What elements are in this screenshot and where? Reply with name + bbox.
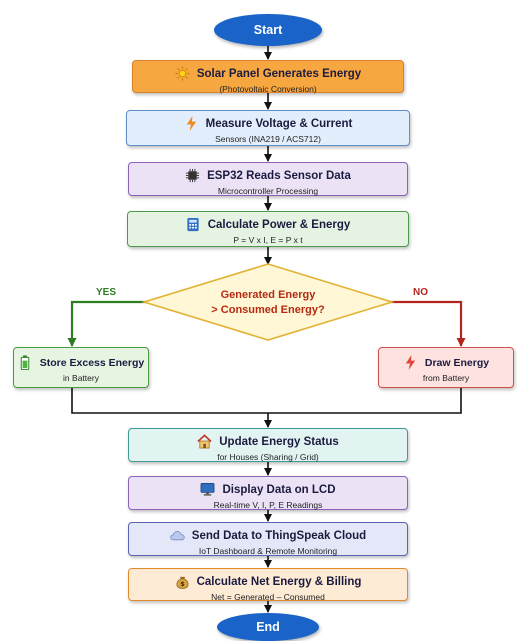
sun-icon <box>175 66 190 81</box>
svg-text:$: $ <box>180 580 185 588</box>
step-subtitle: Real-time V, I, P, E Readings <box>213 500 323 510</box>
step-subtitle: P = V x I, E = P x t <box>233 235 303 245</box>
yes-branch-connector <box>67 300 147 347</box>
step-measure: Measure Voltage & Current Sensors (INA21… <box>126 110 410 146</box>
merge-connector <box>71 388 462 414</box>
step-subtitle: Net = Generated – Consumed <box>211 592 325 602</box>
house-icon <box>197 434 212 449</box>
no-branch-connector <box>390 300 466 347</box>
step-subtitle: from Battery <box>422 373 470 383</box>
lightning-icon <box>184 116 199 131</box>
step-title: Send Data to ThingSpeak Cloud <box>191 529 367 542</box>
no-label: NO <box>413 287 428 298</box>
step-subtitle: for Houses (Sharing / Grid) <box>217 452 319 462</box>
step-subtitle: in Battery <box>63 373 99 383</box>
step-title: Calculate Net Energy & Billing <box>196 575 362 588</box>
monitor-icon <box>200 482 215 497</box>
decision-line-2: > Consumed Energy? <box>211 303 325 316</box>
step-title: Solar Panel Generates Energy <box>196 67 362 80</box>
end-label: End <box>256 620 280 634</box>
step-title: Calculate Power & Energy <box>207 218 351 231</box>
step-send-cloud: Send Data to ThingSpeak Cloud IoT Dashbo… <box>128 522 408 556</box>
step-calculate-power: Calculate Power & Energy P = V x I, E = … <box>127 211 409 247</box>
step-title: Store Excess Energy <box>39 356 145 369</box>
end-terminal: End <box>217 613 319 641</box>
battery-icon <box>18 355 33 370</box>
step-display-lcd: Display Data on LCD Real-time V, I, P, E… <box>128 476 408 510</box>
decision-line-1: Generated Energy <box>220 289 316 301</box>
step-title: ESP32 Reads Sensor Data <box>207 169 351 182</box>
step-subtitle: (Photovoltaic Conversion) <box>219 84 317 94</box>
step-title: Update Energy Status <box>219 435 339 448</box>
start-terminal: Start <box>214 14 322 46</box>
chip-icon <box>185 168 200 183</box>
step-title: Draw Energy <box>424 356 490 369</box>
calculator-icon <box>186 217 201 232</box>
step-title: Display Data on LCD <box>222 483 336 496</box>
step-subtitle: IoT Dashboard & Remote Monitoring <box>198 546 338 556</box>
lightning-icon <box>403 355 418 370</box>
decision-text: Generated Energy > Consumed Energy? <box>174 288 362 318</box>
yes-label: YES <box>96 287 117 298</box>
start-label: Start <box>253 23 283 37</box>
step-update-status: Update Energy Status for Houses (Sharing… <box>128 428 408 462</box>
step-subtitle: Microcontroller Processing <box>217 186 319 196</box>
step-subtitle: Sensors (INA219 / ACS712) <box>215 134 321 144</box>
step-esp32: ESP32 Reads Sensor Data Microcontroller … <box>128 162 408 196</box>
step-store-energy: Store Excess Energy in Battery <box>13 347 149 388</box>
step-draw-energy: Draw Energy from Battery <box>378 347 514 388</box>
step-solar-panel: Solar Panel Generates Energy (Photovolta… <box>132 60 404 94</box>
money-bag-icon: $ <box>175 574 190 589</box>
step-title: Measure Voltage & Current <box>205 117 353 130</box>
decision-diamond <box>141 263 395 341</box>
cloud-icon <box>170 528 185 543</box>
step-net-billing: $ Calculate Net Energy & Billing Net = G… <box>128 568 408 602</box>
